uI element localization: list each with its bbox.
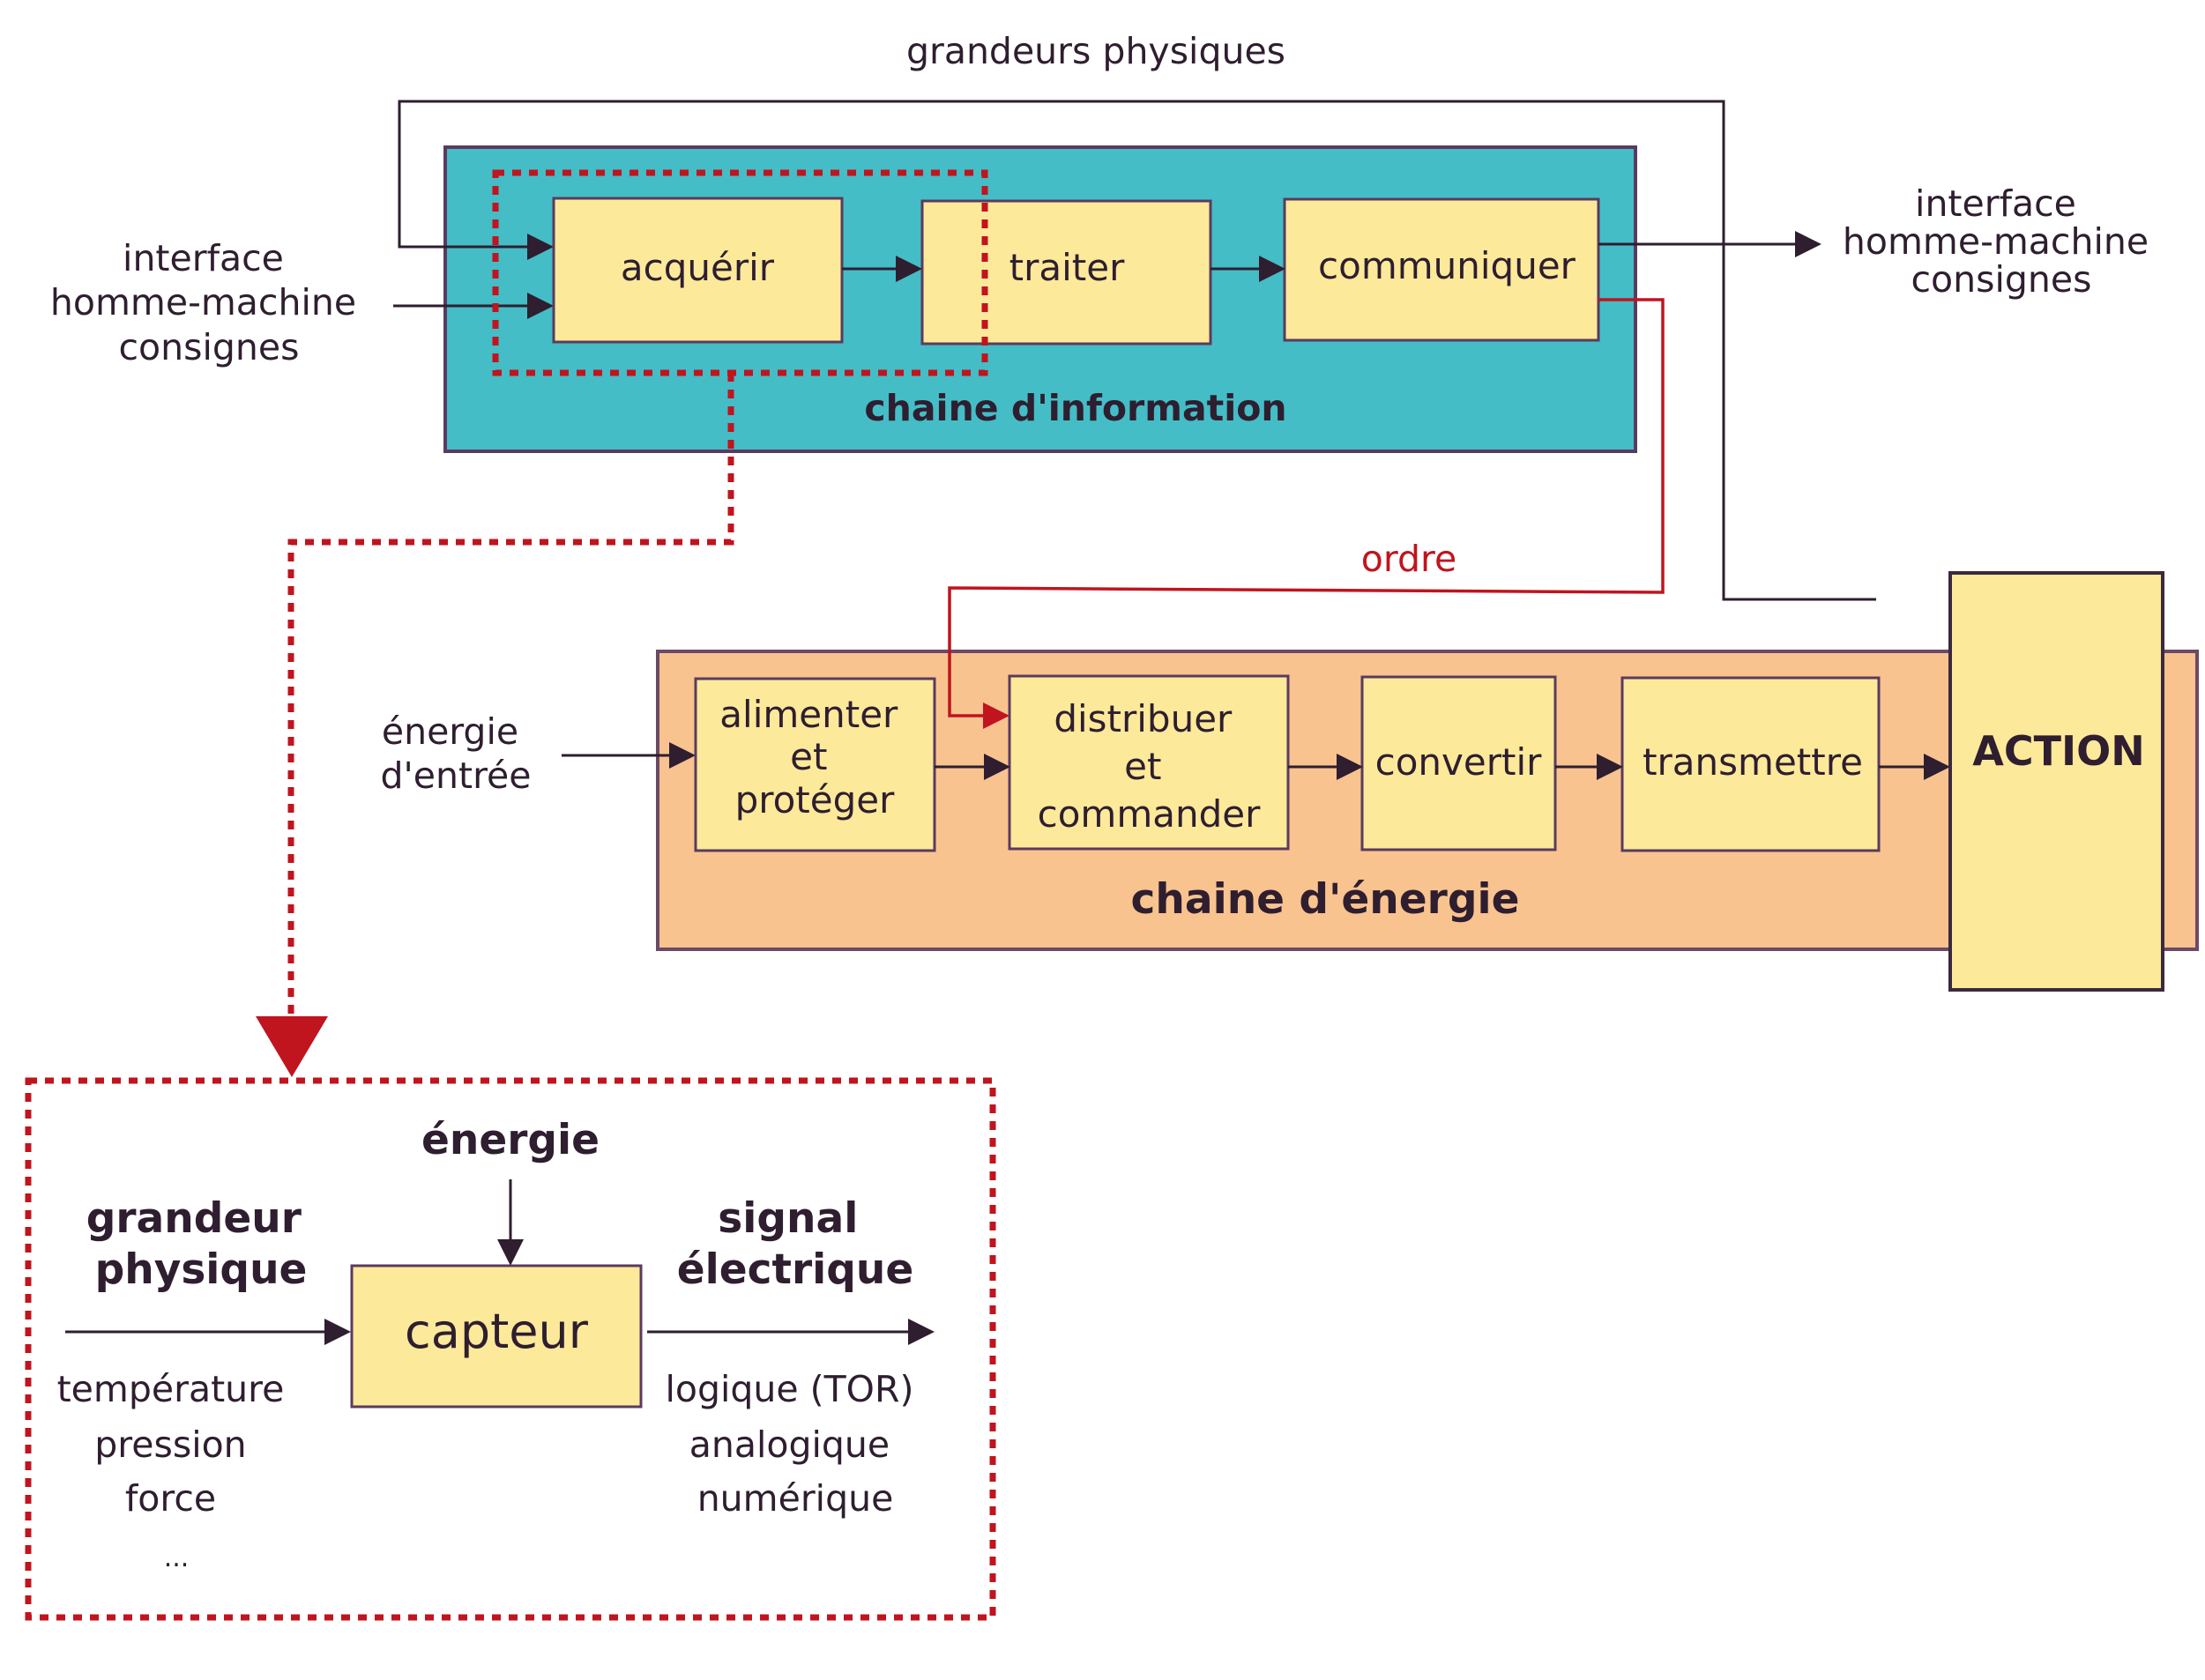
sensor-energy-label: énergie xyxy=(421,1116,600,1164)
info-chain-label: chaine d'information xyxy=(864,387,1286,429)
sensor-input-title: grandeur physique xyxy=(86,1194,317,1294)
zoom-arrow-head xyxy=(256,1016,328,1077)
top-physical-label: grandeurs physiques xyxy=(906,30,1285,72)
capteur-label: capteur xyxy=(405,1304,589,1359)
energy-input-label: énergie d'entrée xyxy=(381,710,532,797)
communiquer-label: communiquer xyxy=(1318,244,1576,287)
physical-feedback-line xyxy=(398,100,1876,601)
energy-chain-label: chaine d'énergie xyxy=(1131,875,1520,924)
order-label: ordre xyxy=(1361,538,1456,580)
acquerir-block xyxy=(552,197,844,344)
convertir-label: convertir xyxy=(1375,740,1543,784)
sensor-detail-frame xyxy=(25,1077,996,1621)
acquerir-highlight-frame xyxy=(492,169,988,376)
traiter-label: traiter xyxy=(1009,246,1125,289)
left-input-label: interface homme-machine consignes xyxy=(50,237,368,368)
action-label: ACTION xyxy=(1972,727,2144,775)
transmettre-block xyxy=(1620,676,1881,852)
order-line xyxy=(948,298,1665,729)
alimenter-block xyxy=(694,677,936,852)
capteur-block xyxy=(350,1264,643,1409)
distribuer-block xyxy=(1008,674,1290,851)
sensor-input-examples: température pression force ... xyxy=(57,1368,296,1573)
traiter-block xyxy=(920,199,1212,346)
distribuer-label: distribuer et commander xyxy=(1038,697,1261,836)
acquerir-label: acquérir xyxy=(621,246,775,289)
sensor-output-types: logique (TOR) analogique numérique xyxy=(665,1368,925,1520)
right-output-label: interface homme-machine consignes xyxy=(1843,182,2160,301)
zoom-connector-line xyxy=(287,373,734,1014)
transmettre-label: transmettre xyxy=(1643,740,1863,784)
sensor-output-title: signal électrique xyxy=(677,1194,913,1294)
action-block xyxy=(1948,571,2164,992)
convertir-block xyxy=(1360,675,1557,851)
alimenter-label: alimenter et protéger xyxy=(719,693,909,821)
